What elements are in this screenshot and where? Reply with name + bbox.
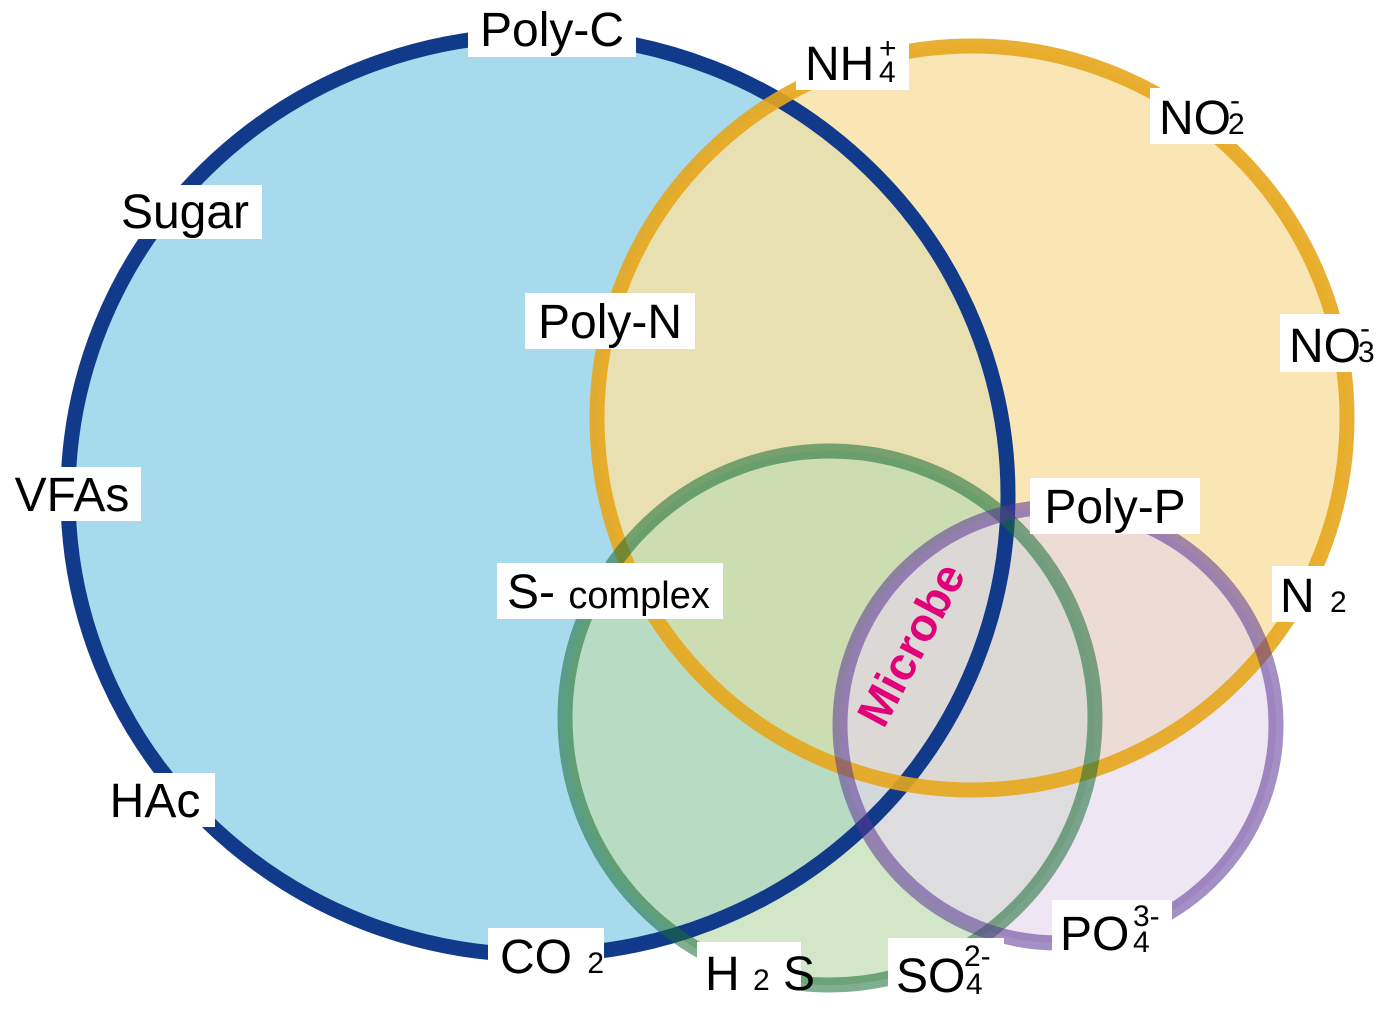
label-s-complex: S- complex [497, 563, 723, 619]
h2s-h: H [705, 948, 740, 1001]
po4-subscript: 4 [1133, 926, 1150, 959]
nh4-superscript: + [879, 32, 897, 65]
n2-main: N [1280, 570, 1315, 623]
po4-superscript: 3- [1133, 900, 1160, 933]
label-no3: NO - 3 [1280, 312, 1385, 373]
po4-text: PO [1060, 908, 1129, 961]
h2s-s: S [783, 948, 815, 1001]
label-hac: HAc [95, 773, 215, 828]
label-vfas: VFAs [0, 467, 141, 522]
nh4-text: NH [805, 38, 874, 91]
phosphorus-circle-fill [840, 507, 1276, 943]
so4-subscript: 4 [966, 968, 983, 1001]
no3-subscript: 3 [1358, 336, 1375, 369]
s-complex-rest: complex [568, 575, 710, 617]
poly-c-text: Poly-C [480, 4, 624, 57]
co2-subscript: 2 [587, 947, 604, 980]
label-n2: N 2 [1272, 566, 1347, 623]
label-sugar: Sugar [108, 185, 262, 239]
so4-text: SO [896, 950, 965, 1003]
poly-n-text: Poly-N [538, 296, 682, 349]
label-po4: PO 3- 4 [1052, 900, 1172, 961]
h2s-text: H 2 S [705, 948, 815, 1001]
poly-p-text: Poly-P [1044, 481, 1185, 534]
label-poly-p: Poly-P [1030, 478, 1200, 534]
sugar-text: Sugar [121, 186, 249, 239]
hac-text: HAc [110, 775, 201, 828]
circle-fills [68, 35, 1347, 985]
label-poly-c: Poly-C [468, 4, 636, 57]
label-so4: SO 2- 4 [888, 938, 1004, 1003]
no2-text: NO [1159, 92, 1231, 145]
nh4-subscript: 4 [879, 56, 896, 89]
s-complex-text: S- complex [507, 566, 710, 619]
no3-text: NO [1289, 320, 1361, 373]
s-complex-prefix: S- [507, 566, 555, 619]
co2-main: CO [500, 931, 572, 984]
no2-superscript: - [1230, 84, 1240, 117]
co2-text: CO 2 [500, 931, 604, 984]
no3-superscript: - [1360, 312, 1370, 345]
sulfur-circle-ring [557, 443, 1103, 993]
n2-text: N 2 [1280, 570, 1347, 623]
so4-superscript: 2- [964, 940, 991, 973]
label-poly-n: Poly-N [525, 293, 695, 349]
h2s-subscript: 2 [753, 964, 770, 997]
n2-subscript: 2 [1330, 586, 1347, 619]
no2-subscript: 2 [1228, 108, 1245, 141]
label-nh4: NH + 4 [796, 32, 909, 91]
vfas-text: VFAs [15, 469, 130, 522]
label-co2: CO 2 [488, 928, 604, 984]
label-h2s: H 2 S [697, 942, 815, 1001]
label-no2: NO - 2 [1150, 84, 1254, 145]
nitrogen-circle-ring [589, 38, 1355, 798]
